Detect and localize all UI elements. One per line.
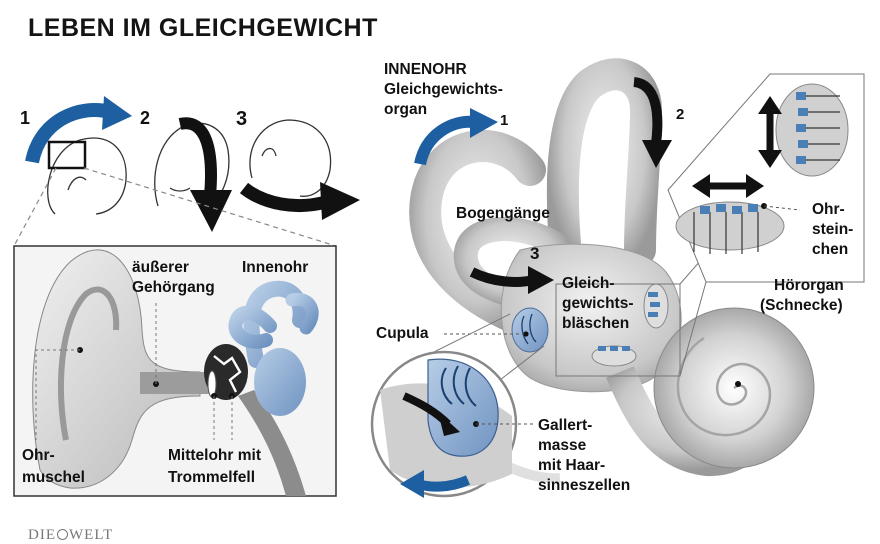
- ohrmuschel-leader: [35, 349, 80, 440]
- logo-emblem-icon: [57, 529, 68, 540]
- rotation-arrow-1-head: [102, 96, 132, 130]
- horizontal-movement-arrow: [692, 174, 764, 198]
- label-gleichgewichtsorgan-2: organ: [384, 101, 428, 118]
- labyrinth-step-1: 1: [500, 112, 509, 129]
- label-gleichgewichtsorgan-1: Gleichgewichts-: [384, 81, 503, 98]
- zoom-line-left: [13, 167, 57, 247]
- ossicles-icon: [213, 355, 242, 393]
- tilt-arrow-2-head: [190, 190, 232, 232]
- otolith-horizontal-icon: [675, 201, 785, 254]
- label-ohrmuschel-1: Ohr-: [22, 447, 55, 464]
- inner-ear-small-icon: [228, 280, 319, 416]
- semicircular-canal-top: [546, 58, 663, 272]
- label-ohrmuschel-2: muschel: [22, 469, 85, 486]
- head-icon-2: [154, 122, 230, 211]
- blue-rotation-arrow-head: [470, 108, 498, 138]
- label-ohrsteinchen-2: stein-: [812, 221, 854, 238]
- magnifier-flow-arrow-head: [438, 412, 460, 436]
- hoerorgan-dot: [735, 381, 741, 387]
- blue-rotation-arrow: [414, 115, 475, 166]
- cupula-dot: [523, 331, 529, 337]
- semicircular-canal-left: [409, 130, 546, 336]
- vertical-movement-arrow: [758, 96, 782, 168]
- label-gallertmasse-2: masse: [538, 437, 587, 454]
- label-gallertmasse-4: sinneszellen: [538, 477, 631, 494]
- sac-zoom-frame: [555, 283, 681, 377]
- ear-canal: [140, 372, 212, 394]
- label-aeusserer-gehoergang-2: Gehörgang: [132, 279, 215, 296]
- label-mittelohr-2: Trommelfell: [168, 469, 255, 486]
- eardrum: [207, 370, 217, 398]
- step-number-2: 2: [140, 108, 151, 128]
- label-ohrsteinchen-3: chen: [812, 241, 849, 258]
- logo-text-left: DIE: [28, 527, 56, 543]
- sac-zoom-line-bottom: [679, 281, 707, 377]
- labyrinth-step-3: 3: [530, 244, 540, 263]
- label-gallertmasse-1: Gallert-: [538, 417, 593, 434]
- rotation-arrow-1: [25, 103, 112, 164]
- black-right-arrow-head: [528, 266, 554, 294]
- turn-arrow-3: [239, 182, 328, 213]
- label-aeusserer-gehoergang-1: äußerer: [132, 259, 189, 276]
- cupula-hair-lines: [521, 313, 537, 345]
- label-gleichgewichtsblaeschen-3: bläschen: [562, 315, 630, 332]
- head-icon-1: [47, 137, 127, 215]
- saccule-icon: [591, 345, 637, 367]
- page-title: LEBEN IM GLEICHGEWICHT: [28, 14, 378, 42]
- label-gleichgewichtsblaeschen-1: Gleich-: [562, 275, 615, 292]
- cochlea-spiral: [676, 336, 772, 437]
- utricle-icon: [643, 283, 669, 329]
- step-number-3: 3: [236, 108, 248, 130]
- labyrinth-step-2: 2: [676, 106, 685, 123]
- label-hoerorgan-1: Hörorgan: [774, 277, 844, 294]
- head-icon-3: [249, 119, 332, 197]
- step-number-1: 1: [20, 108, 31, 128]
- black-down-arrow-head: [642, 140, 672, 168]
- label-innenohr-header: INNENOHR: [384, 61, 467, 78]
- turn-arrow-3-head: [320, 182, 360, 220]
- zoom-line-right: [83, 167, 337, 247]
- label-mittelohr-1: Mittelohr mit: [168, 447, 261, 464]
- eustachian-tube: [238, 390, 306, 496]
- black-down-arrow: [632, 77, 663, 145]
- label-gallertmasse-3: mit Haar-: [538, 457, 606, 474]
- ohrsteinchen-leader: [763, 205, 801, 211]
- label-cupula: Cupula: [376, 325, 429, 342]
- label-gleichgewichtsblaeschen-2: gewichts-: [562, 295, 634, 312]
- tilt-arrow-2: [178, 117, 217, 197]
- logo-text-right: WELT: [69, 527, 114, 543]
- ear-highlight-box: [47, 140, 87, 170]
- label-hoerorgan-2: (Schnecke): [760, 297, 843, 314]
- label-ohrsteinchen-1: Ohr-: [812, 201, 845, 218]
- ear-inner-fold: [57, 286, 120, 441]
- label-bogengaenge: Bogengänge: [456, 205, 550, 222]
- magnifier-line-2: [499, 345, 545, 381]
- otolith-vertical-icon: [775, 83, 849, 177]
- publisher-logo: DIE WELT: [28, 527, 113, 544]
- magnifier-blue-arrow-head: [400, 470, 424, 498]
- label-innenohr: Innenohr: [242, 259, 309, 276]
- hair-cell-lines: [440, 365, 477, 407]
